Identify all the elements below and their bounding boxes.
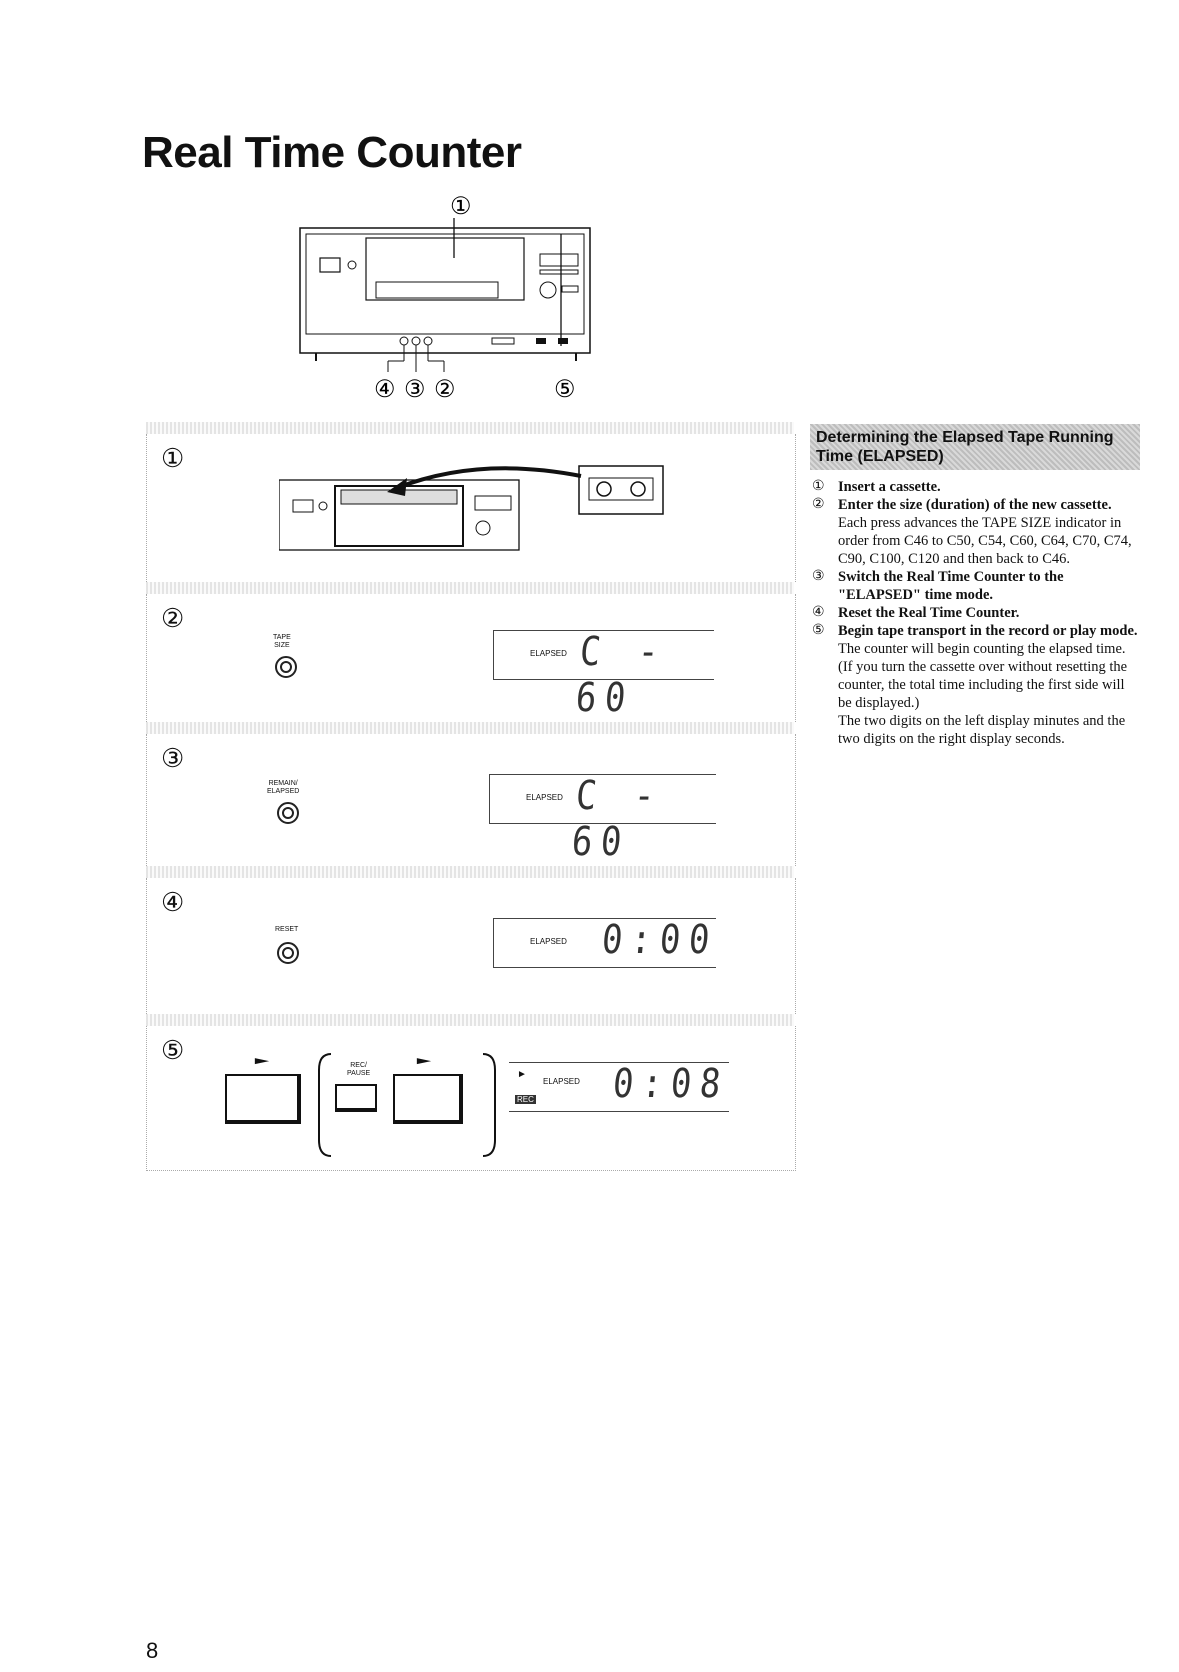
counter-display: ELAPSED C - 60 — [493, 629, 714, 721]
callout-3: ③ — [404, 375, 426, 401]
play-button[interactable] — [225, 1074, 301, 1124]
deck-overview-illustration: ① ④ ③ ② ⑤ — [296, 192, 636, 406]
elapsed-indicator: ELAPSED — [530, 649, 567, 658]
play-button-2[interactable] — [393, 1074, 463, 1124]
counter-display: ELAPSED 0:00 — [493, 917, 720, 968]
elapsed-indicator: ELAPSED — [530, 937, 567, 946]
item-text: The counter will begin counting the elap… — [838, 641, 1128, 747]
callout-4: ④ — [374, 375, 396, 401]
step-number: ⑤ — [161, 1036, 185, 1065]
item-heading: Reset the Real Time Counter. — [838, 605, 1020, 621]
step-number: ② — [161, 604, 185, 633]
item-heading: Insert a cassette. — [838, 479, 941, 495]
instructions-column: Determining the Elapsed Tape Running Tim… — [810, 424, 1140, 748]
counter-display: ELAPSED C - 60 — [489, 773, 716, 865]
counter-readout: 0:00 — [599, 917, 720, 963]
tape-size-label: TAPE SIZE — [273, 634, 291, 649]
item-number: ⑤ — [812, 623, 825, 638]
insert-cassette-drawing — [279, 465, 664, 551]
step-number: ④ — [161, 888, 185, 917]
item-heading: Switch the Real Time Counter to the "ELA… — [838, 569, 1064, 603]
elapsed-indicator: ELAPSED — [543, 1077, 580, 1086]
instruction-item: ④ Reset the Real Time Counter. — [810, 604, 1140, 622]
tape-size-button[interactable] — [275, 656, 297, 678]
counter-display: ► ELAPSED REC 0:08 — [509, 1061, 731, 1112]
rec-pause-label: REC/ PAUSE — [347, 1062, 371, 1077]
step-panel-5: ⑤ ► REC/ PAUSE ► ► ELAPSED REC 0:08 — [146, 1026, 796, 1171]
instruction-item: ③ Switch the Real Time Counter to the "E… — [810, 568, 1140, 604]
callout-1: ① — [450, 196, 472, 220]
step-panel-1: ① — [146, 434, 796, 582]
step-divider — [146, 722, 794, 734]
step-divider — [146, 422, 794, 434]
counter-readout: 0:08 — [610, 1061, 731, 1107]
rec-indicator: REC — [515, 1095, 536, 1104]
elapsed-indicator: ELAPSED — [526, 793, 563, 802]
callout-5: ⑤ — [554, 375, 576, 401]
step-divider — [146, 1014, 794, 1026]
callout-2: ② — [434, 375, 456, 401]
deck-front-panel-drawing: ① ④ ③ ② ⑤ — [299, 192, 591, 403]
remain-elapsed-button[interactable] — [277, 802, 299, 824]
page-number: 8 — [146, 1638, 159, 1663]
item-number: ① — [812, 479, 825, 494]
step-panel-4: ④ RESET ELAPSED 0:00 — [146, 878, 796, 1014]
section-header: Determining the Elapsed Tape Running Tim… — [810, 424, 1140, 470]
rec-pause-play-bracket — [318, 1053, 496, 1157]
reset-button[interactable] — [277, 942, 299, 964]
rec-pause-button[interactable] — [335, 1084, 377, 1112]
reset-label: RESET — [275, 926, 299, 933]
step-divider — [146, 582, 794, 594]
remain-elapsed-label: REMAIN/ ELAPSED — [267, 780, 300, 795]
item-number: ④ — [812, 605, 825, 620]
item-number: ② — [812, 497, 825, 512]
step-number: ③ — [161, 744, 185, 773]
page-title: Real Time Counter — [142, 128, 522, 177]
step-divider — [146, 866, 794, 878]
instruction-item: ① Insert a cassette. — [810, 478, 1140, 496]
item-heading: Begin tape transport in the record or pl… — [838, 623, 1138, 639]
step-panel-3: ③ REMAIN/ ELAPSED ELAPSED C - 60 — [146, 734, 796, 866]
play-status-indicator: ► — [517, 1069, 527, 1080]
item-heading: Enter the size (duration) of the new cas… — [838, 497, 1112, 513]
counter-readout: C - 60 — [569, 773, 666, 865]
play-indicator-2: ► — [412, 1056, 436, 1067]
instruction-item: ⑤ Begin tape transport in the record or … — [810, 622, 1140, 748]
step-number: ① — [161, 444, 185, 473]
counter-readout: C - 60 — [573, 629, 670, 721]
item-text: Each press advances the TAPE SIZE indica… — [838, 515, 1132, 567]
play-indicator: ► — [250, 1056, 274, 1067]
step-panel-2: ② TAPE SIZE ELAPSED C - 60 — [146, 594, 796, 722]
item-number: ③ — [812, 569, 825, 584]
instruction-item: ② Enter the size (duration) of the new c… — [810, 496, 1140, 568]
